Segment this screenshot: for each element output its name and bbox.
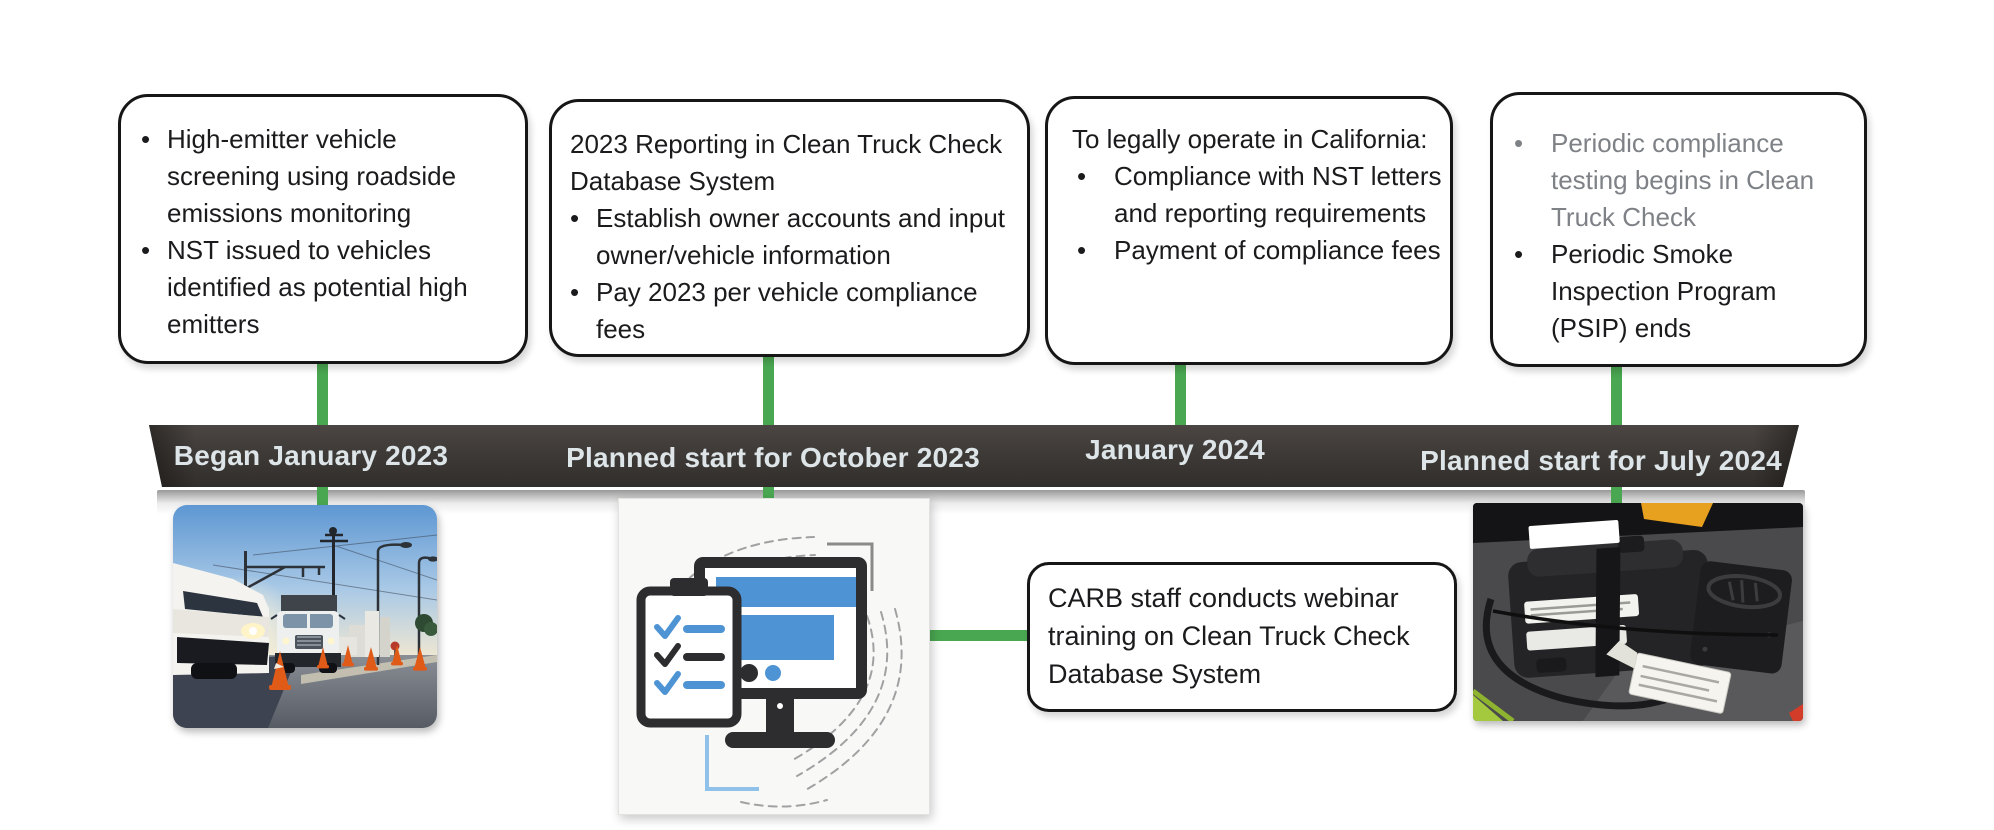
- callout-text: CARB staff conducts webinar training on …: [1048, 583, 1410, 689]
- callout-legal-operation: To legally operate in California: • Comp…: [1045, 96, 1453, 365]
- bullet-item: • Establish owner accounts and input own…: [570, 200, 1017, 274]
- bullet-glyph: •: [1514, 239, 1524, 269]
- callout-roadside-screening: • High-emitter vehicle screening using r…: [118, 94, 528, 364]
- bullet-item: • Pay 2023 per vehicle compliance fees: [570, 274, 1017, 348]
- bullet-glyph: •: [141, 124, 151, 154]
- bullet-glyph: •: [141, 235, 151, 265]
- bullet-text: Establish owner accounts and input owner…: [596, 203, 1006, 270]
- bullet-item: • High-emitter vehicle screening using r…: [141, 121, 513, 232]
- clipboard-checklist-icon: [636, 578, 742, 728]
- connector-jan-2024: [1175, 363, 1186, 429]
- timeline-label-oct-2023: Planned start for October 2023: [566, 442, 980, 473]
- bullet-text: Periodic compliance testing begins in Cl…: [1551, 128, 1815, 232]
- bullet-item: • Periodic Smoke Inspection Program (PSI…: [1509, 236, 1858, 347]
- bullet-item: • Periodic compliance testing begins in …: [1509, 125, 1858, 236]
- bullet-item: • Payment of compliance fees: [1072, 232, 1442, 269]
- callout-2023-reporting: 2023 Reporting in Clean Truck Check Data…: [549, 99, 1030, 357]
- timeline-label-jan-2024: January 2024: [1085, 434, 1265, 465]
- connector-webinar-callout: [926, 630, 1029, 641]
- device-pump-head: [1690, 561, 1792, 674]
- bullet-glyph: •: [570, 277, 580, 307]
- callout-carb-webinar: CARB staff conducts webinar training on …: [1027, 562, 1457, 712]
- bullet-text: High-emitter vehicle screening using roa…: [167, 124, 457, 228]
- device-body: [1508, 535, 1714, 678]
- bullet-item: • Compliance with NST letters and report…: [1072, 158, 1442, 232]
- bullet-item: • NST issued to vehicles identified as p…: [141, 232, 513, 343]
- bullet-text: Compliance with NST letters and reportin…: [1114, 161, 1442, 228]
- roadside-monitoring-illustration: [173, 505, 437, 728]
- bullet-text: NST issued to vehicles identified as pot…: [167, 235, 468, 339]
- corner-bracket-icon: [827, 542, 874, 591]
- bullet-glyph: •: [1077, 161, 1087, 191]
- timeline-label-began-jan-2023: Began January 2023: [173, 440, 449, 471]
- roadside-monitoring-photo: [173, 505, 437, 728]
- bullet-text: Periodic Smoke Inspection Program (PSIP)…: [1551, 239, 1777, 343]
- clipboard-computer-icon: [636, 536, 903, 808]
- callout-heading: 2023 Reporting in Clean Truck Check Data…: [570, 129, 1003, 196]
- blue-corner-bracket-icon: [705, 735, 759, 791]
- obd-device-photo: [1473, 503, 1803, 721]
- traffic-cones: [269, 645, 427, 690]
- bullet-text: Payment of compliance fees: [1114, 235, 1441, 265]
- bullet-text: Pay 2023 per vehicle compliance fees: [596, 277, 978, 344]
- bullet-glyph: •: [1077, 235, 1087, 265]
- timeline-label-july-2024: Planned start for July 2024: [1420, 445, 1782, 476]
- device-tag: [1606, 640, 1732, 714]
- database-reporting-panel: [618, 498, 930, 815]
- obd-device-illustration: [1473, 503, 1803, 721]
- bullet-glyph: •: [1514, 128, 1524, 158]
- callout-heading: To legally operate in California:: [1072, 124, 1428, 154]
- callout-periodic-testing: • Periodic compliance testing begins in …: [1490, 92, 1867, 367]
- bullet-glyph: •: [570, 203, 580, 233]
